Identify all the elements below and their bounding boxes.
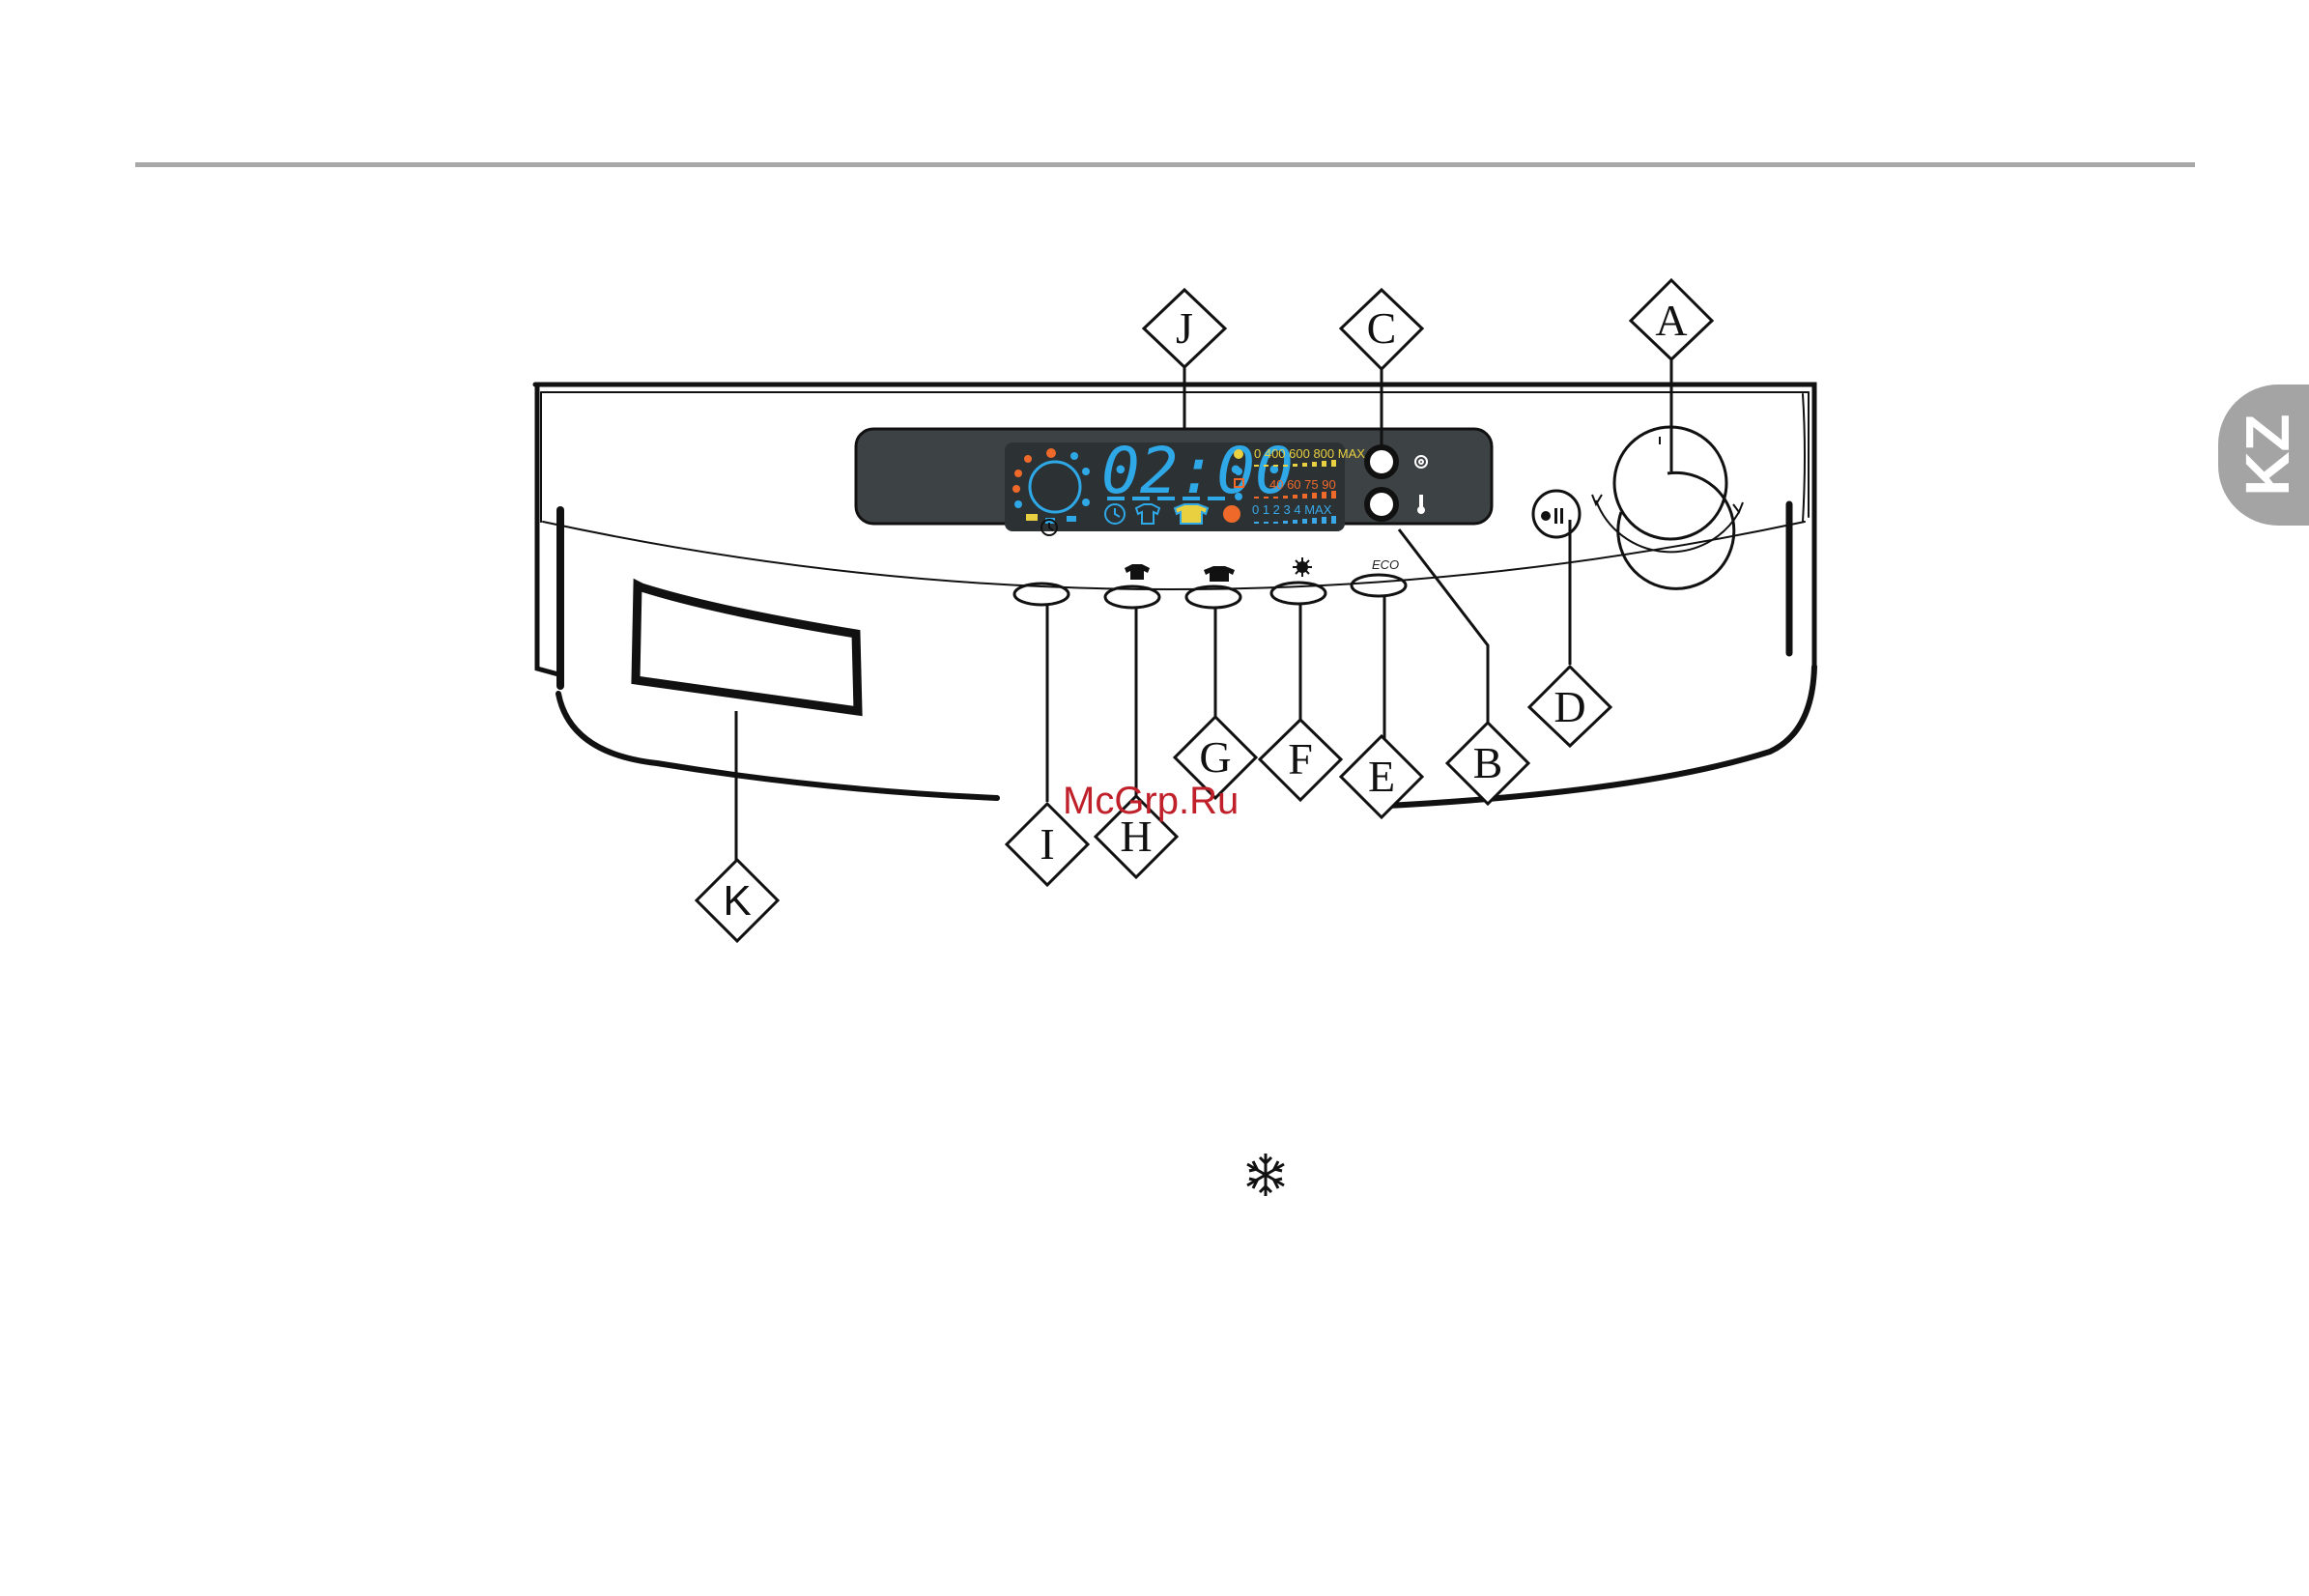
eco-button[interactable] — [1352, 575, 1406, 596]
callout-J: J — [1144, 290, 1225, 367]
svg-text:E: E — [1368, 752, 1395, 801]
svg-text:I: I — [1040, 819, 1054, 869]
language-tab: KZ — [2218, 385, 2309, 526]
svg-text:B: B — [1473, 738, 1503, 787]
lcd-shirts-icon — [1175, 504, 1208, 524]
callout-K: K — [697, 860, 778, 941]
watermark: McGrp.Ru — [1063, 780, 1239, 822]
callout-C: C — [1341, 290, 1422, 369]
svg-text:F: F — [1288, 734, 1313, 784]
svg-text:C: C — [1367, 303, 1397, 353]
spin-scale: 0 400 600 800 MAX — [1254, 446, 1365, 461]
soil-scale: 0 1 2 3 4 MAX — [1252, 502, 1332, 517]
snowflake-icon — [1247, 1154, 1284, 1196]
language-tab-label: KZ — [2233, 413, 2302, 496]
svg-text:J: J — [1176, 303, 1193, 353]
svg-text:A: A — [1655, 296, 1687, 345]
eco-label: ECO — [1372, 557, 1399, 572]
temperature-knob[interactable] — [1367, 490, 1396, 519]
svg-text:K: K — [723, 877, 751, 925]
shirts-icon — [1204, 566, 1235, 582]
svg-text:D: D — [1554, 682, 1585, 731]
lcd-sun-icon — [1223, 505, 1240, 523]
callout-A: A — [1631, 280, 1712, 359]
spin-knob[interactable] — [1367, 447, 1396, 476]
callout-D: D — [1529, 667, 1611, 746]
display-window: 02:00 0 400 600 800 MAX 40 60 75 90 — [856, 429, 1492, 531]
callout-B: B — [1447, 723, 1528, 804]
callout-F: F — [1260, 720, 1341, 800]
programme-knob[interactable] — [1592, 399, 1743, 589]
sun-icon — [1293, 557, 1312, 577]
start-pause-icon — [1541, 508, 1563, 524]
temp-scale: 40 60 75 90 — [1269, 477, 1336, 492]
top-rule — [135, 162, 2195, 167]
svg-text:G: G — [1199, 732, 1231, 782]
shirt-icon — [1125, 564, 1150, 580]
